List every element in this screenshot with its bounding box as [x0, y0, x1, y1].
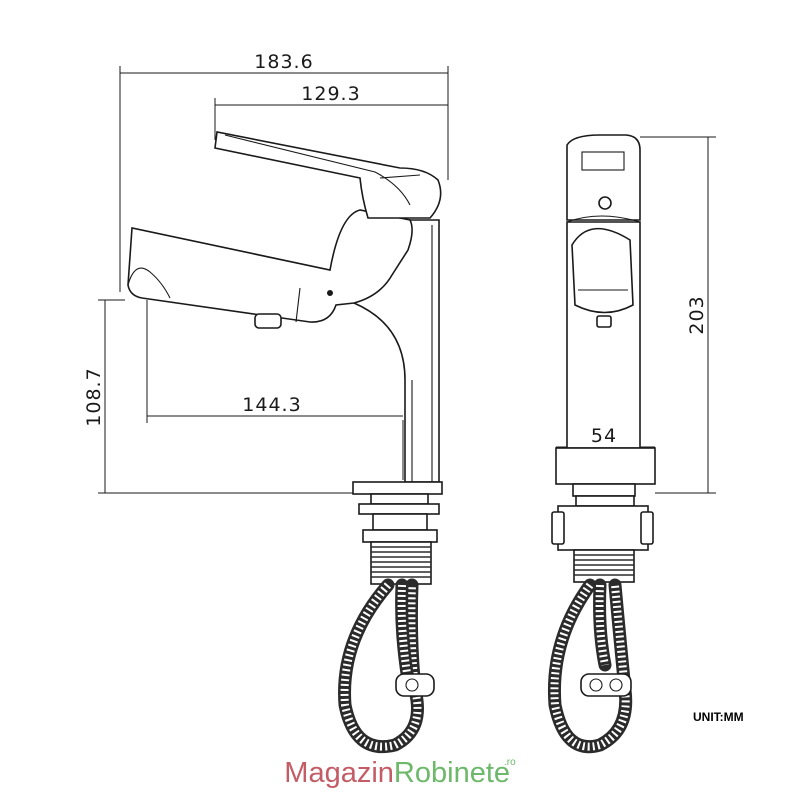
brand-logo-part1: Magazin	[284, 757, 394, 789]
brand-logo-part2: Robinete	[393, 757, 511, 789]
unit-label: UNIT:MM	[693, 710, 744, 724]
faucet-front-view	[547, 134, 656, 753]
dim-total-height: 203	[686, 295, 708, 334]
brand-logo-suffix: .ro	[504, 757, 516, 768]
brand-logo: MagazinRobinete.ro	[0, 757, 800, 790]
dim-handle-reach: 129.3	[301, 83, 360, 105]
dim-overall-length: 183.6	[254, 51, 313, 73]
dim-spout-height: 108.7	[83, 367, 105, 426]
dim-base-width: 54	[591, 425, 617, 447]
dimension-lines	[98, 66, 716, 494]
dim-spout-reach: 144.3	[242, 394, 301, 416]
faucet-side-view	[127, 131, 443, 754]
